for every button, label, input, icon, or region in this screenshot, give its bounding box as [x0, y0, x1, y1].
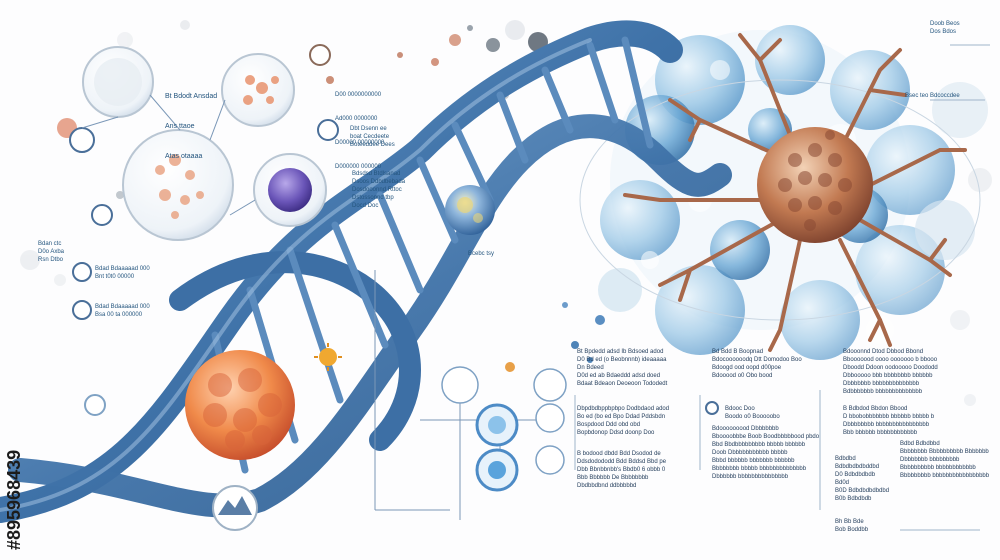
label-line: D000000 000000 — [335, 164, 382, 170]
label-mid-left-1: Bdan ctc D0o Axba Rsn Dtbo — [38, 241, 65, 263]
globe-cell-icon — [445, 185, 495, 235]
label-line: D00000 00000000 — [335, 140, 385, 146]
label-right-corner: Doob Beos Dos Bdos — [930, 21, 960, 35]
paragraph-10: Bdbd Bdbdbbd Bbbbbbbb Bbbbbbbbbb Bbbbbbb… — [900, 441, 990, 479]
label-center-small: Bcebc tsy — [468, 251, 495, 257]
paragraph-8: B Bdbdod Bbdon Bbood D bbobobbbbbbb bbbb… — [843, 406, 935, 436]
paragraph-3: B bodood dbdd Bdd Dsodod de Ddsdodododd … — [577, 451, 667, 489]
label-top-mid: D00 0000000000 Ad000 0000000 D00000 0000… — [335, 75, 384, 187]
sample-circles — [69, 44, 339, 241]
label-line: D00 0000000000 — [335, 92, 382, 98]
left-circle-icons — [72, 262, 106, 416]
label-line: Bt Bdodt Ansdad — [165, 93, 218, 100]
label-center-block: Bdsdsd Btdlsanad Dsoos Ddbdbebada Dosdoo… — [352, 171, 406, 209]
paragraph-1: Bt Bpdedd adsd Ib Bdsoed adod D0 Bd ed (… — [577, 349, 668, 387]
paragraph-2: Dbpdbdbppbpbpo Dodbdaod adod Bo ed (bo e… — [577, 406, 670, 436]
paragraph-5: Bdooc Doo Boodo o0 Booooobo — [725, 406, 780, 420]
label-line: Ad000 0000000 — [335, 116, 378, 122]
paragraph-6: Bdooooooood Dbbbbbbb Bboooobbbe Boob Boo… — [712, 426, 820, 480]
label-mid-left-2: Bdad Bdaaaaad 000 Bnt t0t0 00000 — [95, 266, 150, 280]
small-virus-icon — [314, 343, 515, 372]
label-right-of-circle: Dbt Dsenn ee boat Cecdeete Boteeddee Dee… — [350, 126, 395, 148]
footer-right-label: Bh Bb Bde Bob Boddbb — [835, 519, 869, 533]
paragraph-9: Bdbdbd Bdbdbdbdbddbd D0 Bdbdbdbdb Bd0d B… — [835, 456, 890, 502]
label-mid-left-3: Bdad Bdaaaaad 000 Bsa 00 ta 000000 — [95, 304, 150, 318]
process-diagram — [374, 270, 719, 520]
guide-lines — [574, 44, 990, 531]
neuron-body — [757, 127, 873, 243]
label-line: Ans ttaoe — [165, 123, 195, 130]
label-line: Atas otaaaa — [165, 153, 203, 160]
paragraph-7: Bdooonnd Dtod Dbbod Bbond Bbooooood oooo… — [843, 349, 938, 395]
paragraph-4: Bd Bdd B Boopnad Bdocoooooodq Dtt Domodo… — [712, 349, 802, 379]
label-right-side: Bsec teo Bdcoccdee — [905, 93, 960, 99]
background-blobs — [20, 20, 992, 406]
stock-id-watermark: #895968439 — [4, 449, 24, 550]
mountain-badge-icon — [212, 485, 258, 531]
virus-particle — [185, 350, 295, 460]
label-top-left: Bt Bdodt Ansdad Ans ttaoe Atas otaaaa — [165, 72, 217, 182]
